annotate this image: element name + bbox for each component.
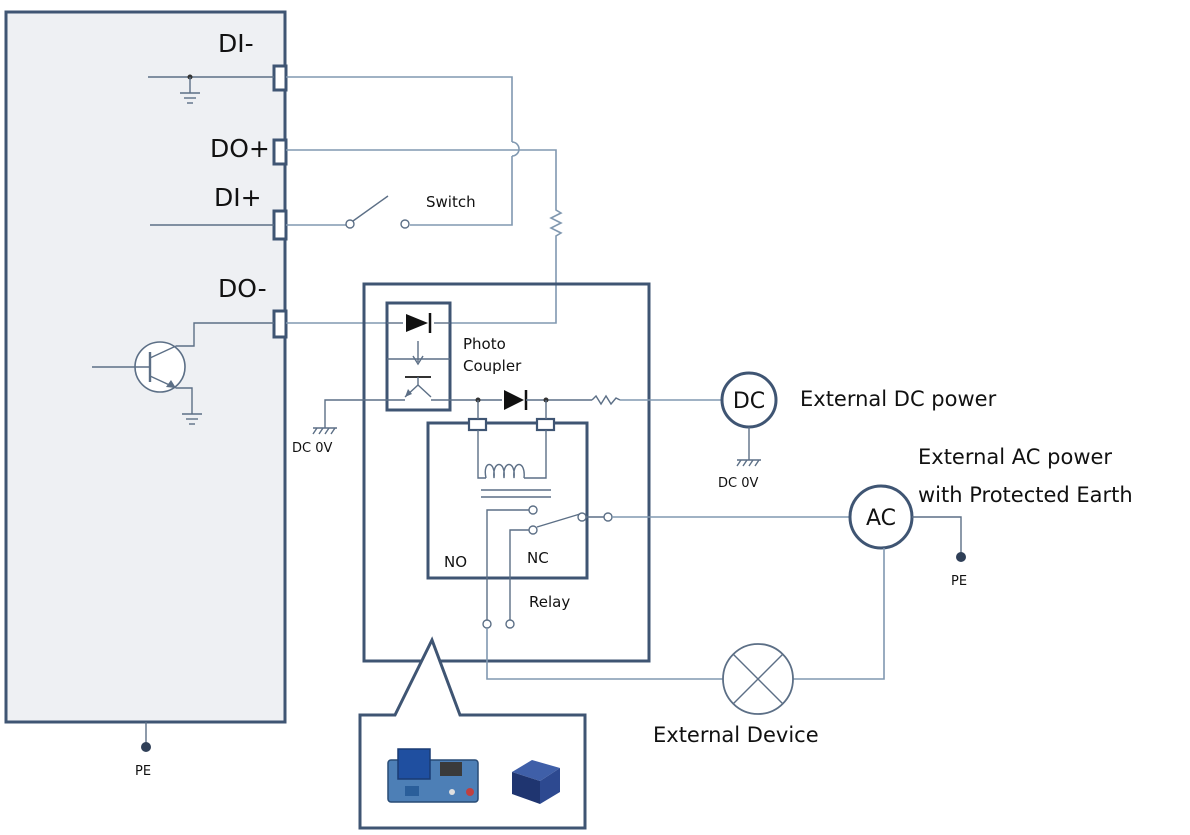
transistor-icon [92,322,274,425]
label-external-dc-power: External DC power [800,387,997,411]
label-di-plus: DI+ [214,183,262,212]
pe-terminal-bottom [141,742,151,752]
label-photo: Photo [463,335,506,353]
relay [426,400,613,629]
dc-source [720,371,778,467]
relay-module-picture [387,748,479,803]
terminal-do-minus [272,309,288,339]
relay-component-picture [512,760,560,804]
terminal-di-minus [272,64,288,92]
relay-photo-callout [358,636,587,830]
label-external-device: External Device [653,723,819,747]
label-external-ac-power: External AC power [918,445,1112,469]
label-pe-right: PE [951,574,967,589]
led-diode-icon [406,314,428,332]
label-dc: DC [733,389,765,414]
label-relay: Relay [529,593,570,611]
label-ac: AC [866,506,896,531]
relay-module-box [362,282,651,663]
switch-icon [345,195,410,229]
external-wiring [286,76,563,324]
label-no: NO [444,553,467,571]
label-nc: NC [527,549,549,567]
relay-coil-icon [484,463,525,479]
label-di-minus: DI- [218,29,254,58]
label-switch: Switch [426,193,476,211]
ground-symbol-di [148,74,274,104]
photo-coupler [385,301,452,412]
label-dc-0v-right: DC 0V [718,476,758,491]
terminal-di-plus [272,209,288,241]
label-dc-0v-left: DC 0V [292,441,332,456]
external-device-lamp-icon [486,628,794,715]
label-coupler: Coupler [463,357,522,375]
terminal-do-plus [272,138,288,166]
label-with-protected-earth: with Protected Earth [918,483,1133,507]
label-do-minus: DO- [218,274,267,303]
dc-0v-ground-left [312,399,405,435]
flyback-diode [431,390,722,410]
ac-source [612,484,966,680]
label-pe-bottom: PE [135,764,151,779]
label-do-plus: DO+ [210,134,270,163]
pe-terminal-right [956,552,966,562]
